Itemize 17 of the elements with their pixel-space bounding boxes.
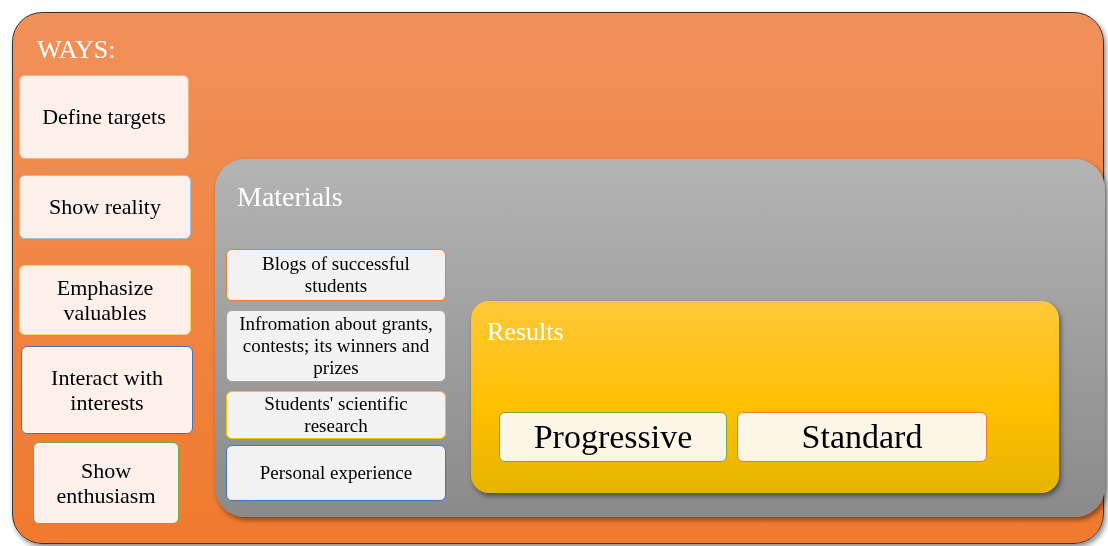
materials-panel [215,159,1105,517]
panel-title: WAYS: [37,35,116,65]
item-card: Students' scientific research [226,391,446,439]
item-card: Show enthusiasm [33,442,179,524]
panel-title: Results [487,317,564,347]
outer-panel [12,12,1104,544]
results-panel [471,301,1059,493]
item-card: Blogs of successful students [226,249,446,301]
panel-title: Materials [237,181,343,213]
item-card: Emphasize valuables [19,265,191,335]
item-card: Interact with interests [21,346,193,434]
item-card: Standard [737,412,987,462]
item-card: Progressive [499,412,727,462]
item-card: Show reality [19,175,191,239]
item-card: Infromation about grants, contests; its winners and prizes [226,310,446,382]
item-card: Personal experience [226,445,446,501]
item-card: Define targets [19,75,189,159]
